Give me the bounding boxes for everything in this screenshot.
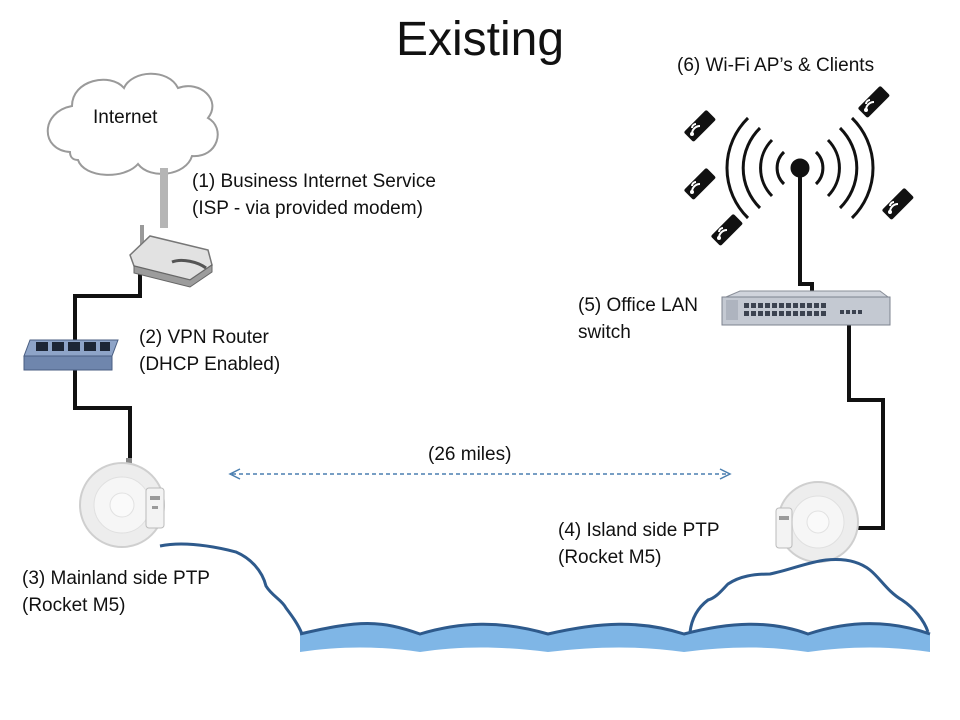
- water: [299, 622, 931, 652]
- switch-port: [744, 303, 749, 308]
- wifi-ap-icon: [725, 116, 875, 220]
- island-ptp-label: (4) Island side PTP (Rocket M5): [558, 517, 720, 571]
- switch-port: [758, 303, 763, 308]
- cable-modem-to-router: [73, 258, 142, 340]
- switch-port: [793, 311, 798, 316]
- switch-port: [807, 311, 812, 316]
- wifi-client-icon: [684, 110, 716, 142]
- cable-router-to-ptp: [73, 360, 132, 462]
- lan-switch-icon: [721, 290, 891, 326]
- switch-port: [786, 303, 791, 308]
- isp-label-line1: (1) Business Internet Service: [192, 171, 436, 192]
- mainland-ptp-label-line2: (Rocket M5): [22, 595, 126, 616]
- switch-port: [800, 303, 805, 308]
- vpn-label-line2: (DHCP Enabled): [139, 354, 281, 375]
- wifi-client-icon: [711, 214, 743, 246]
- page-title: Existing: [395, 13, 565, 66]
- coastline: [159, 542, 930, 635]
- switch-port: [758, 311, 763, 316]
- switch-port: [800, 311, 805, 316]
- mainland-ptp-dish-icon: [79, 458, 165, 548]
- mainland-ptp-label-line1: (3) Mainland side PTP: [22, 568, 210, 589]
- cable-switch-to-ptp: [847, 318, 885, 530]
- wifi-label: (6) Wi-Fi AP’s & Clients: [677, 55, 875, 76]
- switch-port: [814, 303, 819, 308]
- switch-port: [814, 311, 819, 316]
- switch-port: [744, 311, 749, 316]
- wifi-client-icon: [882, 188, 914, 220]
- switch-port: [765, 303, 770, 308]
- island-ptp-dish-icon: [775, 481, 859, 563]
- switch-port: [772, 311, 777, 316]
- switch-port: [786, 311, 791, 316]
- internet-label: Internet: [93, 107, 158, 128]
- link-arrow: [228, 468, 732, 480]
- mainland-coast: [159, 542, 304, 635]
- switch-port: [779, 303, 784, 308]
- island-ptp-label-line1: (4) Island side PTP: [558, 520, 720, 541]
- lan-switch-label-line2: switch: [578, 322, 631, 343]
- isp-label: (1) Business Internet Service (ISP - via…: [192, 168, 436, 222]
- switch-port: [751, 303, 756, 308]
- vpn-router-icon: [23, 339, 119, 371]
- switch-port: [751, 311, 756, 316]
- internet-cloud-icon: [46, 72, 219, 176]
- switch-port: [772, 303, 777, 308]
- wifi-client-icon: [684, 168, 716, 200]
- isp-label-line2: (ISP - via provided modem): [192, 198, 423, 219]
- vpn-label: (2) VPN Router (DHCP Enabled): [139, 324, 280, 378]
- island-ptp-label-line2: (Rocket M5): [558, 547, 662, 568]
- modem-icon: [129, 168, 213, 288]
- vpn-label-line1: (2) VPN Router: [139, 327, 269, 348]
- switch-port: [793, 303, 798, 308]
- island-coast: [688, 558, 930, 633]
- switch-port: [807, 303, 812, 308]
- switch-port: [821, 311, 826, 316]
- switch-port: [765, 311, 770, 316]
- wifi-client-icon: [858, 86, 890, 118]
- distance-label: (26 miles): [428, 444, 512, 465]
- wifi-clients: [684, 86, 914, 246]
- lan-switch-label-line1: (5) Office LAN: [578, 295, 699, 316]
- lan-switch-label: (5) Office LAN switch: [578, 292, 698, 346]
- mainland-ptp-label: (3) Mainland side PTP (Rocket M5): [22, 565, 210, 619]
- switch-port: [821, 303, 826, 308]
- switch-port: [779, 311, 784, 316]
